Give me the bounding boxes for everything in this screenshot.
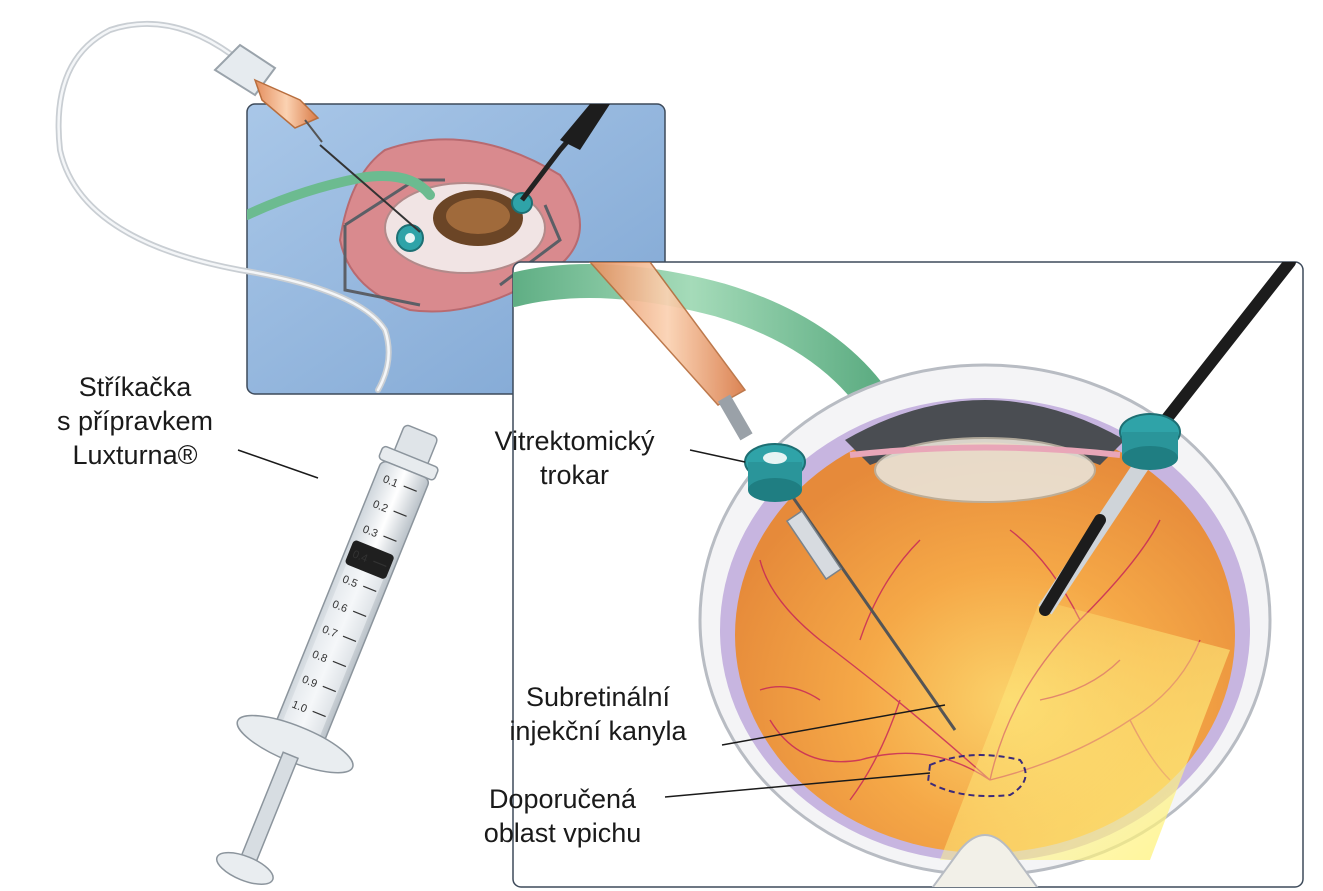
label-trocar-line1: Vitrektomický: [462, 424, 687, 458]
label-syringe: Stříkačka s přípravkem Luxturna®: [30, 370, 240, 472]
syringe-plunger-rod: [238, 752, 298, 869]
label-cannula: Subretinální injekční kanyla: [478, 680, 718, 748]
label-syringe-line3: Luxturna®: [30, 438, 240, 472]
label-cannula-line2: injekční kanyla: [478, 714, 718, 748]
vitrectomy-trocar-right: [1120, 414, 1180, 470]
label-area-line2: oblast vpichu: [460, 816, 665, 850]
syringe: 0.10.20.30.40.50.60.70.80.91.0: [183, 408, 479, 891]
label-syringe-line2: s přípravkem: [30, 404, 240, 438]
label-area-line1: Doporučená: [460, 782, 665, 816]
label-trocar: Vitrektomický trokar: [462, 424, 687, 492]
label-syringe-line1: Stříkačka: [30, 370, 240, 404]
vitrectomy-trocar-left: [745, 444, 805, 502]
leader-syringe: [238, 450, 318, 478]
label-trocar-line2: trokar: [462, 458, 687, 492]
label-cannula-line1: Subretinální: [478, 680, 718, 714]
label-area: Doporučená oblast vpichu: [460, 782, 665, 850]
